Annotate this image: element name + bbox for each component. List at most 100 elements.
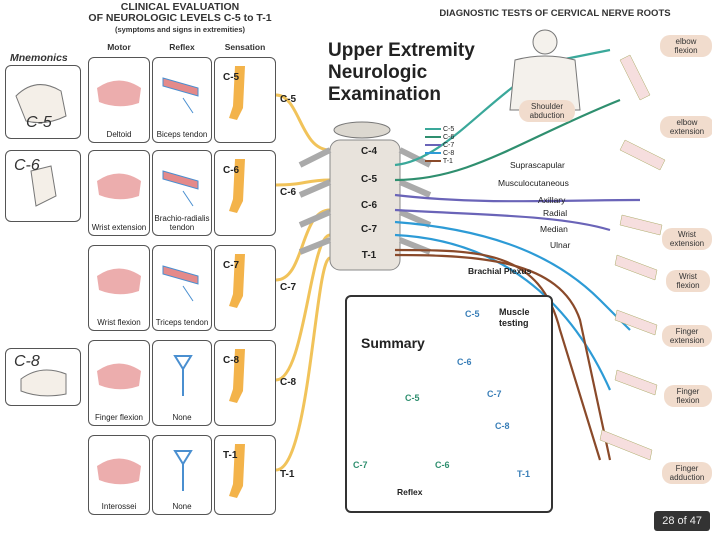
sensation-level-label: T-1 (223, 450, 238, 461)
summary-level-label: C-7 (353, 460, 368, 470)
table-cell-motor: Interossei (88, 435, 150, 515)
vertebra-label: T-1 (361, 250, 377, 261)
reflex-label: Reflex (397, 487, 423, 497)
reflex-caption: Triceps tendon (155, 318, 209, 327)
table-cell-sensation: T-1 (214, 435, 276, 515)
motor-illustration-icon (97, 458, 141, 485)
row-level-label: C-6 (280, 187, 297, 198)
summary-title: Summary (361, 335, 425, 351)
vertebra-label: C-5 (360, 174, 378, 185)
test-label: Finger adduction (662, 462, 712, 484)
reflex-illustration-icon (173, 355, 193, 396)
table-cell-sensation: C-7 (214, 245, 276, 331)
test-label: Finger flexion (664, 385, 712, 407)
table-cell-sensation: C-6 (214, 150, 276, 236)
hand-mnemonic-icon (20, 369, 67, 397)
nerve-label: Musculocutaneous (498, 178, 569, 188)
motor-caption: Interossei (101, 502, 137, 511)
mnemonic-label: C-5 (26, 114, 52, 131)
summary-level-label: C-6 (457, 357, 472, 367)
nerve-label: Radial (543, 208, 568, 218)
main-title-line1: Upper Extremity (328, 40, 475, 61)
summary-level-label: C-8 (495, 421, 510, 431)
legend-item: T-1 (425, 158, 454, 166)
legend-item: C-7 (425, 142, 454, 150)
reflex-heading: Reflex (169, 42, 195, 52)
motor-illustration-icon (97, 363, 141, 390)
hand-mnemonic-icon (15, 84, 67, 124)
sensation-illustration-icon (229, 159, 245, 213)
legend-item: C-5 (425, 126, 454, 134)
table-cell-sensation: C-8 (214, 340, 276, 426)
shoulder-figure (509, 29, 581, 111)
mnemonic-box-c6: C-6 (5, 150, 81, 222)
reflex-caption: Brachio-radialis tendon (154, 214, 210, 232)
mnemonic-box-c5: C-5 (5, 65, 81, 139)
test-label: elbow flexion (660, 35, 712, 57)
table-cell-reflex: Biceps tendon (152, 57, 212, 143)
nerve-label: Axillary (538, 195, 566, 205)
mnemonic-label: C-8 (14, 353, 40, 370)
brachial-plexus-lines (394, 48, 641, 461)
motor-illustration-icon (97, 173, 141, 200)
sensation-heading: Sensation (224, 42, 266, 52)
clinical-evaluation-title: CLINICAL EVALUATION (120, 1, 240, 13)
table-cell-reflex: None (152, 340, 212, 426)
sensation-level-label: C-5 (223, 72, 240, 83)
main-title-line3: Examination (328, 84, 441, 105)
summary-box: Summary Muscle testing Reflex C-5 C-6 C-… (345, 295, 553, 513)
vertebra-label: C-4 (360, 146, 378, 157)
motor-illustration-icon (97, 80, 141, 107)
reflex-caption: Biceps tendon (156, 130, 208, 139)
page-indicator[interactable]: 28 of 47 (654, 511, 710, 531)
table-cell-reflex: Triceps tendon (152, 245, 212, 331)
hand-mnemonic-icon (30, 165, 57, 207)
test-label: Wrist flexion (666, 270, 710, 292)
mnemonic-box-c8: C-8 (5, 348, 81, 406)
spine-drawing (298, 121, 432, 271)
test-label: Finger extension (662, 325, 712, 347)
motor-illustration-icon (97, 268, 141, 295)
legend-item: C-6 (425, 134, 454, 142)
mnemonics-heading: Mnemonics (10, 52, 68, 64)
motor-heading: Motor (107, 42, 131, 52)
summary-level-label: C-5 (465, 309, 480, 319)
main-title: Upper Extremity Neurologic Examination (328, 40, 475, 106)
sensation-level-label: C-7 (223, 260, 240, 271)
motor-caption: Wrist extension (91, 223, 147, 232)
row-level-label: T-1 (280, 469, 295, 480)
reflex-illustration-icon (162, 77, 199, 114)
clinical-evaluation-note: (symptoms and signs in extremities) (114, 25, 246, 34)
sensation-illustration-icon (229, 349, 245, 403)
test-label: Shoulder abduction (519, 100, 575, 122)
nerve-label: Median (540, 224, 568, 234)
table-cell-reflex: Brachio-radialis tendon (152, 150, 212, 236)
table-cell-sensation: C-5 (214, 57, 276, 143)
summary-level-label: C-7 (487, 389, 502, 399)
table-cell-motor: Deltoid (88, 57, 150, 143)
summary-level-label: C-6 (435, 460, 450, 470)
table-cell-motor: Wrist extension (88, 150, 150, 236)
motor-caption: Wrist flexion (97, 318, 141, 327)
main-title-line2: Neurologic (328, 62, 428, 83)
reflex-caption: None (172, 413, 192, 422)
summary-level-label: C-5 (405, 393, 420, 403)
test-label: elbow extension (660, 116, 712, 138)
mnemonic-label: C-6 (14, 157, 40, 174)
reflex-illustration-icon (162, 265, 199, 302)
vertebra-label: C-7 (360, 224, 378, 235)
nerve-label: Ulnar (550, 240, 571, 250)
table-cell-motor: Wrist flexion (88, 245, 150, 331)
diagnostic-tests-title: DIAGNOSTIC TESTS OF CERVICAL NERVE ROOTS (439, 8, 671, 19)
reflex-illustration-icon (162, 170, 199, 207)
brachial-plexus-label: Brachial Plexus (468, 266, 532, 276)
table-cell-reflex: None (152, 435, 212, 515)
sensation-illustration-icon (229, 66, 245, 120)
vertebra-label: C-6 (360, 200, 378, 211)
clinical-evaluation-subtitle: OF NEUROLOGIC LEVELS C-5 to T-1 (88, 12, 272, 24)
reflex-caption: None (172, 502, 192, 511)
legend-item: C-8 (425, 150, 454, 158)
sensation-level-label: C-8 (223, 355, 240, 366)
sensation-level-label: C-6 (223, 165, 240, 176)
row-level-label: C-8 (280, 377, 297, 388)
